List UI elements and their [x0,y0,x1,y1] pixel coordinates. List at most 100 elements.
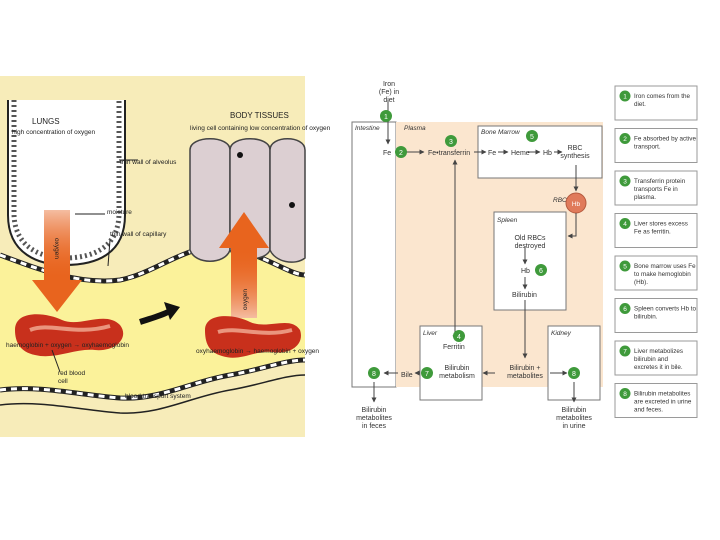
badge-2 [395,146,407,158]
body-tissue-cells [189,138,306,263]
hb-marrow: Hb [543,150,552,157]
step-text-line: Fe as ferritin. [634,229,671,236]
svg-text:8: 8 [372,371,376,378]
step-card-box [614,213,698,248]
label-line: (Fe) in [379,89,399,96]
step-text-line: bilirubin. [634,314,658,321]
step-badge [619,90,631,102]
svg-text:4: 4 [457,334,461,341]
red-blood-cell-left [15,314,124,357]
intestine-box [351,121,397,388]
diet-label-text: Iron [383,81,395,88]
svg-text:6: 6 [539,268,543,275]
step-text-line: are excreted in urine [634,399,692,406]
label-line: metabolites [356,415,392,422]
red-blood-cell-right [205,316,301,358]
label-line: cell [58,378,68,385]
step-text-line: Fe absorbed by active [634,136,696,143]
badge-8-urine [568,367,580,379]
step-card-box [614,128,698,163]
badge-1 [380,110,392,122]
step-card-box [614,85,698,121]
svg-text:2: 2 [399,150,403,157]
alveolus-label: thin wall of alveolus [120,159,177,166]
oxygen-down-arrow [32,210,82,312]
hb-spleen: Hb [521,268,530,275]
step-text-line: Bone marrow uses Fe [634,263,696,270]
fe-marrow: Fe [488,150,496,157]
step-number: 6 [623,306,627,313]
fe-transferrin: Fe•transferrin [428,150,470,157]
tissues-title: BODY TISSUES [230,111,289,120]
svg-text:1: 1 [384,114,388,121]
step-badge [619,218,631,229]
feces-output-text: Bilirubin [362,407,387,414]
plasma-label: Plasma [404,125,426,132]
step-text-line: Liver stores excess [634,221,688,228]
badge-8-feces [368,367,380,379]
step-text-line: plasma. [634,194,656,201]
badge-4 [453,330,465,342]
old-rbcs-text: Old RBCs [514,235,546,242]
step-number: 4 [623,221,627,228]
step-card-box [614,298,698,333]
step-number: 2 [623,136,627,143]
oxygen-down-label: oxygen [53,238,60,259]
step-number: 8 [623,391,627,398]
capillary-label: thin wall of capillary [110,231,167,238]
transport-direction-arrow [139,309,170,325]
heme: Heme [511,150,530,157]
badge-6 [535,264,547,276]
step-text-line: Transferrin protein [634,178,686,185]
release-equation: oxyhaemoglobin → haemoglobin + oxygen [196,348,319,355]
moisture-label: moisture [107,209,132,216]
step-text-line: (Hb). [634,279,648,286]
step-badge [619,345,631,357]
rbc-synthesis-text: RBC [568,145,583,152]
label-line: synthesis [560,153,590,160]
label-line: metabolites [507,373,543,380]
tissues-subtitle: living cell containing low concentration… [190,125,331,132]
svg-text:3: 3 [449,139,453,146]
step-text-line: Spleen converts Hb to [634,306,696,313]
step-badge [619,133,631,144]
step-text-line: diet. [634,101,646,108]
badge-3 [445,135,457,147]
bilirubin-spleen: Bilirubin [512,292,537,299]
step-text-line: Bilirubin metabolites [634,391,690,398]
step-card-box [614,383,698,418]
bilirubin-metabolism-text: Bilirubin [445,365,470,372]
step-badge [619,388,631,399]
lungs-subtitle: high concentration of oxygen [12,129,95,136]
badge-5 [526,130,538,142]
liver-label: Liver [423,330,438,337]
label-line: metabolism [439,373,475,380]
transport-label: blood transport system [125,393,191,400]
step-number: 1 [623,94,627,101]
label-line: in feces [362,423,387,430]
urine-output-text: Bilirubin [562,407,587,414]
step-card-box [614,170,698,206]
step-text-line: Iron comes from the [634,93,690,100]
bone-marrow-label: Bone Marrow [481,129,521,136]
badge-7 [421,367,433,379]
step-text-line: bilirubin and [634,356,668,363]
svg-text:5: 5 [530,134,534,141]
step-card-box [614,340,698,376]
